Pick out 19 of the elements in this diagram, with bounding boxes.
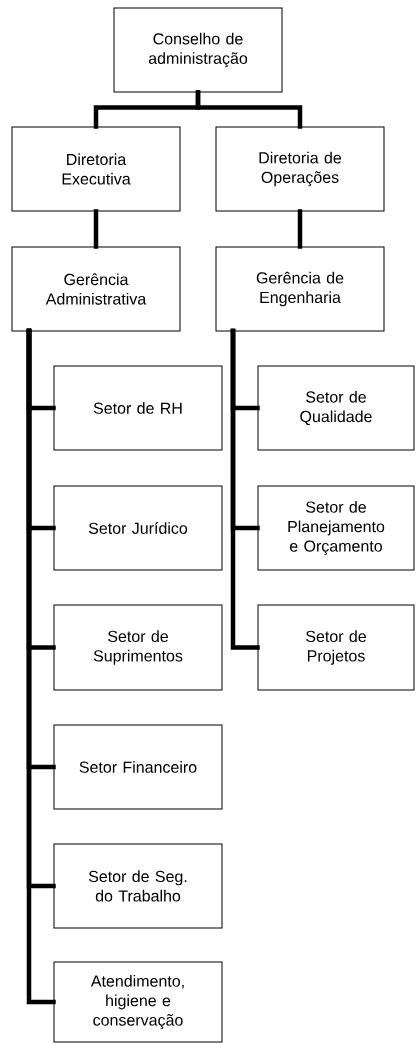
connector-line [93, 209, 99, 249]
org-box: Setor Financeiro [53, 724, 223, 810]
connector-line [195, 90, 303, 129]
connector-line [230, 328, 260, 650]
org-box: Setor de Projetos [257, 604, 415, 691]
org-box: Conselho de administração [113, 7, 283, 93]
org-box: Diretoria Executiva [11, 126, 181, 212]
org-box: Setor de Seg. do Trabalho [53, 843, 223, 929]
org-box: Gerência Administrativa [11, 246, 181, 332]
connector-line [26, 328, 56, 1005]
org-box: Setor de Suprimentos [53, 604, 223, 691]
org-box: Setor de Planejamento e Orçamento [257, 485, 415, 571]
org-box: Setor Jurídico [53, 485, 223, 571]
org-box: Setor de Qualidade [257, 365, 415, 451]
org-box: Atendimento, higiene e conservação [53, 961, 223, 1043]
org-box: Setor de RH [53, 365, 223, 451]
connector-line [297, 209, 303, 249]
org-box: Gerência de Engenharia [215, 246, 385, 332]
org-box: Diretoria de Operações [215, 126, 385, 212]
